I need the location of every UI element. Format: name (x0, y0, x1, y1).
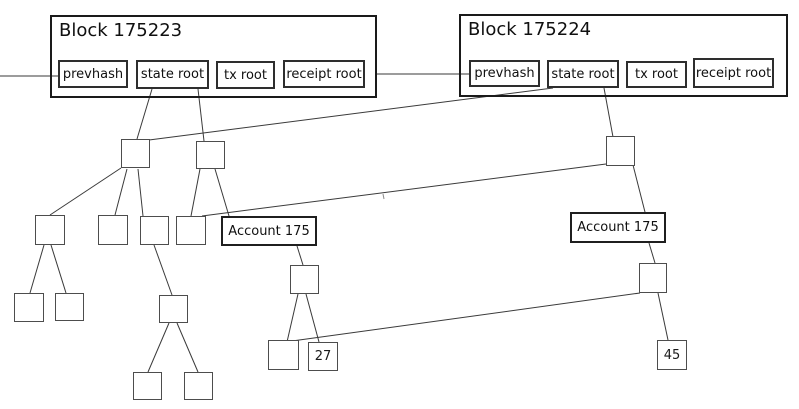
block-175224: Block 175224 prevhash state root tx root… (459, 14, 788, 97)
block-175224-state-root: state root (547, 60, 619, 88)
edge-node-e-to-node-m (153, 244, 173, 296)
leaf-45: 45 (657, 340, 687, 370)
node-a (121, 139, 150, 168)
node-b (196, 141, 225, 169)
edge-node-m-to-node-j (147, 322, 170, 373)
node-n1 (606, 136, 635, 166)
node-j (133, 372, 162, 400)
edge-node-n1-to-account-new (632, 164, 647, 217)
edge-node-a-to-node-c (49, 167, 122, 216)
stray-mark (382, 193, 385, 200)
block-175224-tx-root: tx root (626, 61, 687, 88)
node-e (140, 216, 169, 245)
edge-node-p-to-node-g (286, 293, 299, 343)
block-175223: Block 175223 prevhash state root tx root… (50, 15, 377, 98)
leaf-27: 27 (308, 342, 338, 371)
account-175-new: Account 175 (570, 212, 666, 243)
edge-node-m-to-node-k (176, 322, 199, 373)
edge-account-old-to-node-p (296, 245, 304, 266)
node-d (98, 215, 128, 245)
block-175224-title: Block 175224 (468, 19, 592, 40)
node-h (14, 293, 44, 322)
account-175-old: Account 175 (221, 216, 317, 246)
edge-node-c-to-node-h (29, 244, 45, 294)
node-k (184, 372, 213, 400)
node-g (268, 340, 299, 370)
edge-account-new-to-node-n2 (648, 242, 656, 264)
edge-node-c-to-node-i (50, 244, 67, 294)
block-175224-prevhash: prevhash (469, 60, 540, 87)
edge-node-b-to-node-f (190, 168, 201, 217)
node-p (290, 265, 319, 294)
edge-node-p-to-leaf-27 (305, 293, 320, 343)
block-175223-title: Block 175223 (59, 20, 183, 41)
block-175223-receipt-root: receipt root (283, 60, 365, 88)
edge-node-n2-to-node-g-shared (291, 292, 641, 342)
block-175223-state-root: state root (136, 60, 209, 89)
edge-node-n1-to-node-f-shared (201, 163, 607, 217)
edge-node-b-to-account-old (214, 168, 230, 217)
edge-node-n2-to-leaf-45 (657, 292, 669, 341)
edge-node-a-to-node-e (137, 168, 144, 217)
block-175223-tx-root: tx root (216, 61, 275, 89)
node-f (176, 216, 206, 245)
node-n2 (639, 263, 667, 293)
block-175224-receipt-root: receipt root (693, 58, 774, 88)
edge-node-a-to-node-d (114, 168, 128, 216)
node-i (55, 293, 84, 321)
node-c (35, 215, 65, 245)
block-175223-prevhash: prevhash (58, 60, 128, 88)
node-m (159, 295, 188, 323)
